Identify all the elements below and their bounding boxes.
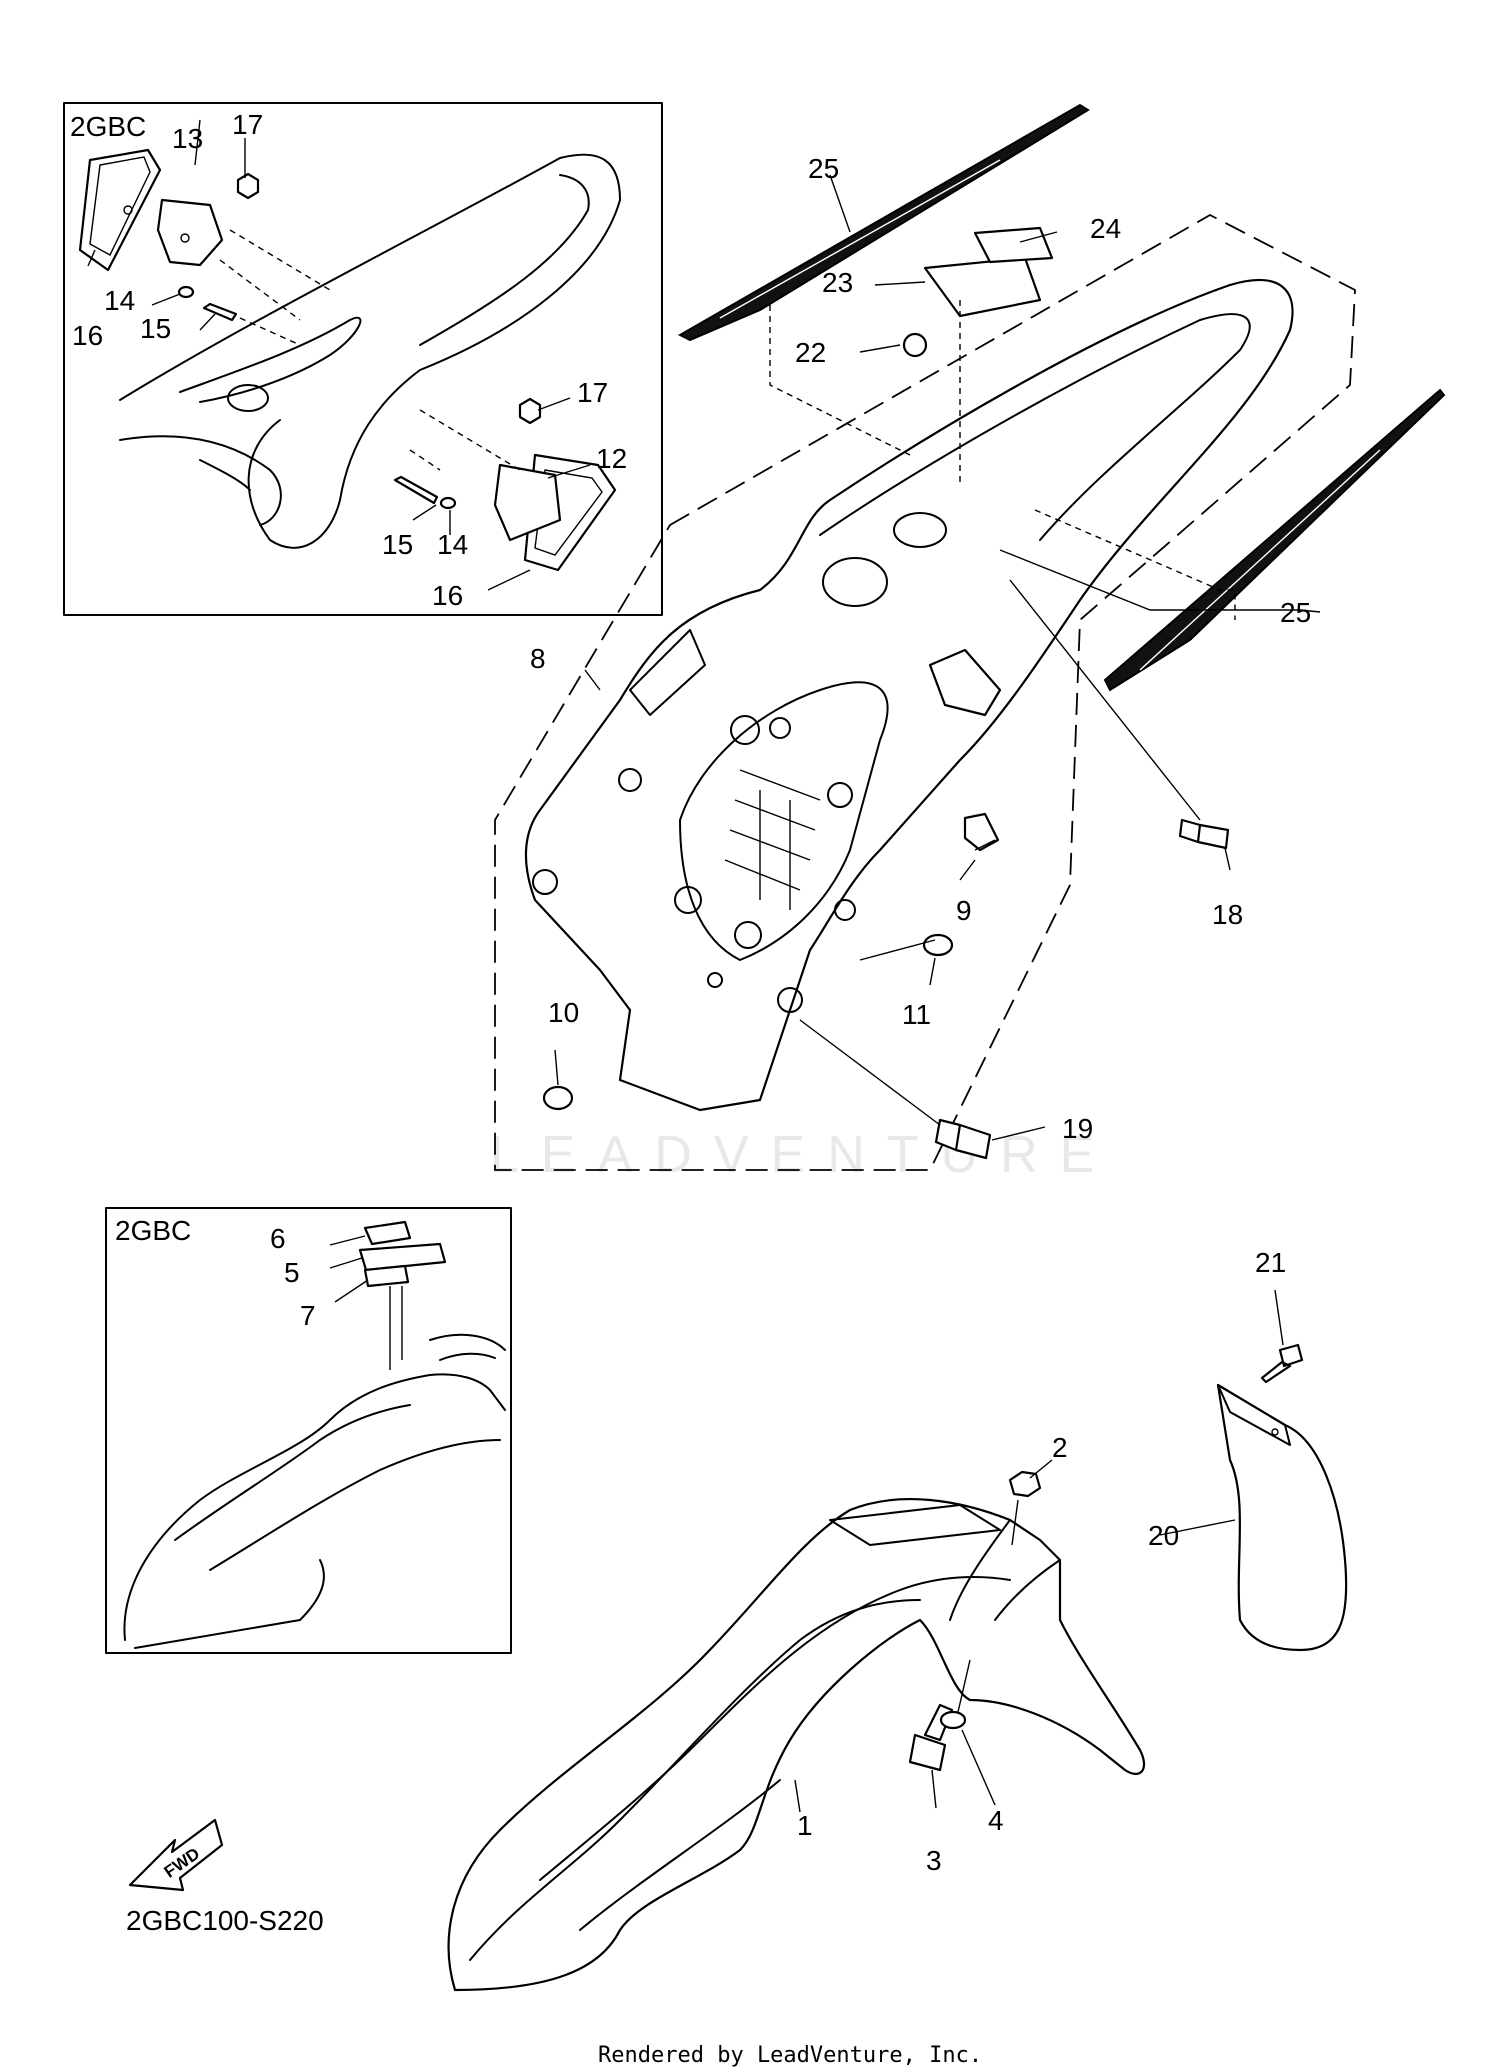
- callout-2: 2: [1052, 1432, 1068, 1463]
- nut-17-a: [236, 172, 260, 200]
- callout-15-b: 15: [382, 529, 413, 560]
- decal-25-side: [1103, 388, 1446, 692]
- inset-frame-bottom: [105, 1207, 512, 1654]
- callout-15-a: 15: [140, 313, 171, 344]
- callout-17-b: 17: [577, 377, 608, 408]
- fwd-arrow-icon: FWD: [128, 1818, 224, 1892]
- decal-5: [358, 1242, 447, 1272]
- callout-25-b: 25: [1280, 597, 1311, 628]
- callout-1: 1: [797, 1810, 813, 1841]
- callout-7: 7: [300, 1300, 316, 1331]
- inset-frame: [63, 102, 663, 616]
- callout-14-a: 14: [104, 285, 135, 316]
- reflector-16-top: [78, 148, 162, 272]
- callout-16-b: 16: [432, 580, 463, 611]
- callout-20: 20: [1148, 1520, 1179, 1551]
- inset-bottom-title: 2GBC: [115, 1215, 191, 1246]
- callout-24: 24: [1090, 213, 1121, 244]
- callout-19: 19: [1062, 1113, 1093, 1144]
- callout-21: 21: [1255, 1247, 1286, 1278]
- decal-24: [973, 226, 1054, 264]
- decal-7: [363, 1264, 410, 1288]
- nut-2: [1008, 1470, 1042, 1498]
- inset-top-title: 2GBC: [70, 111, 146, 142]
- grommet-22: [902, 332, 928, 358]
- screw-21: [1260, 1343, 1304, 1384]
- callout-25-a: 25: [808, 153, 839, 184]
- screw-15-b: [393, 475, 439, 505]
- callout-16-a: 16: [72, 320, 103, 351]
- callout-17-a: 17: [232, 109, 263, 140]
- front-fender: [447, 1459, 1146, 1992]
- washer-4: [939, 1710, 967, 1730]
- bolt-19: [934, 1118, 992, 1160]
- callout-22: 22: [795, 337, 826, 368]
- diagram-code: 2GBC100-S220: [126, 1905, 324, 1936]
- callout-6: 6: [270, 1223, 286, 1254]
- callout-13: 13: [172, 123, 203, 154]
- rear-fender-assembly: [494, 103, 1446, 1171]
- callout-3: 3: [926, 1845, 942, 1876]
- rear-fender-inset: [63, 102, 663, 616]
- nut-17-b: [518, 397, 542, 425]
- callout-23: 23: [822, 267, 853, 298]
- callout-8: 8: [530, 643, 546, 674]
- bracket-13: [156, 198, 224, 267]
- callout-5: 5: [284, 1257, 300, 1288]
- callout-12: 12: [596, 443, 627, 474]
- decal-25-top: [677, 103, 1090, 342]
- washer-10: [542, 1085, 574, 1111]
- nut-11: [922, 933, 954, 957]
- front-fender-inset: [105, 1207, 512, 1654]
- watermark: LEADVENTURE: [490, 1126, 1116, 1184]
- bolt-18: [1178, 818, 1230, 850]
- callout-11: 11: [902, 999, 931, 1030]
- decal-23: [923, 256, 1042, 318]
- decal-6: [363, 1220, 412, 1246]
- callout-9: 9: [956, 895, 972, 926]
- callout-4: 4: [988, 1805, 1004, 1836]
- footer-credit: Rendered by LeadVenture, Inc.: [598, 2043, 982, 2068]
- callout-14-b: 14: [437, 529, 468, 560]
- callout-18: 18: [1212, 899, 1243, 930]
- mud-guard: [1159, 1289, 1348, 1652]
- callout-10: 10: [548, 997, 579, 1028]
- bracket-12: [493, 463, 562, 542]
- clip-9: [963, 812, 1000, 852]
